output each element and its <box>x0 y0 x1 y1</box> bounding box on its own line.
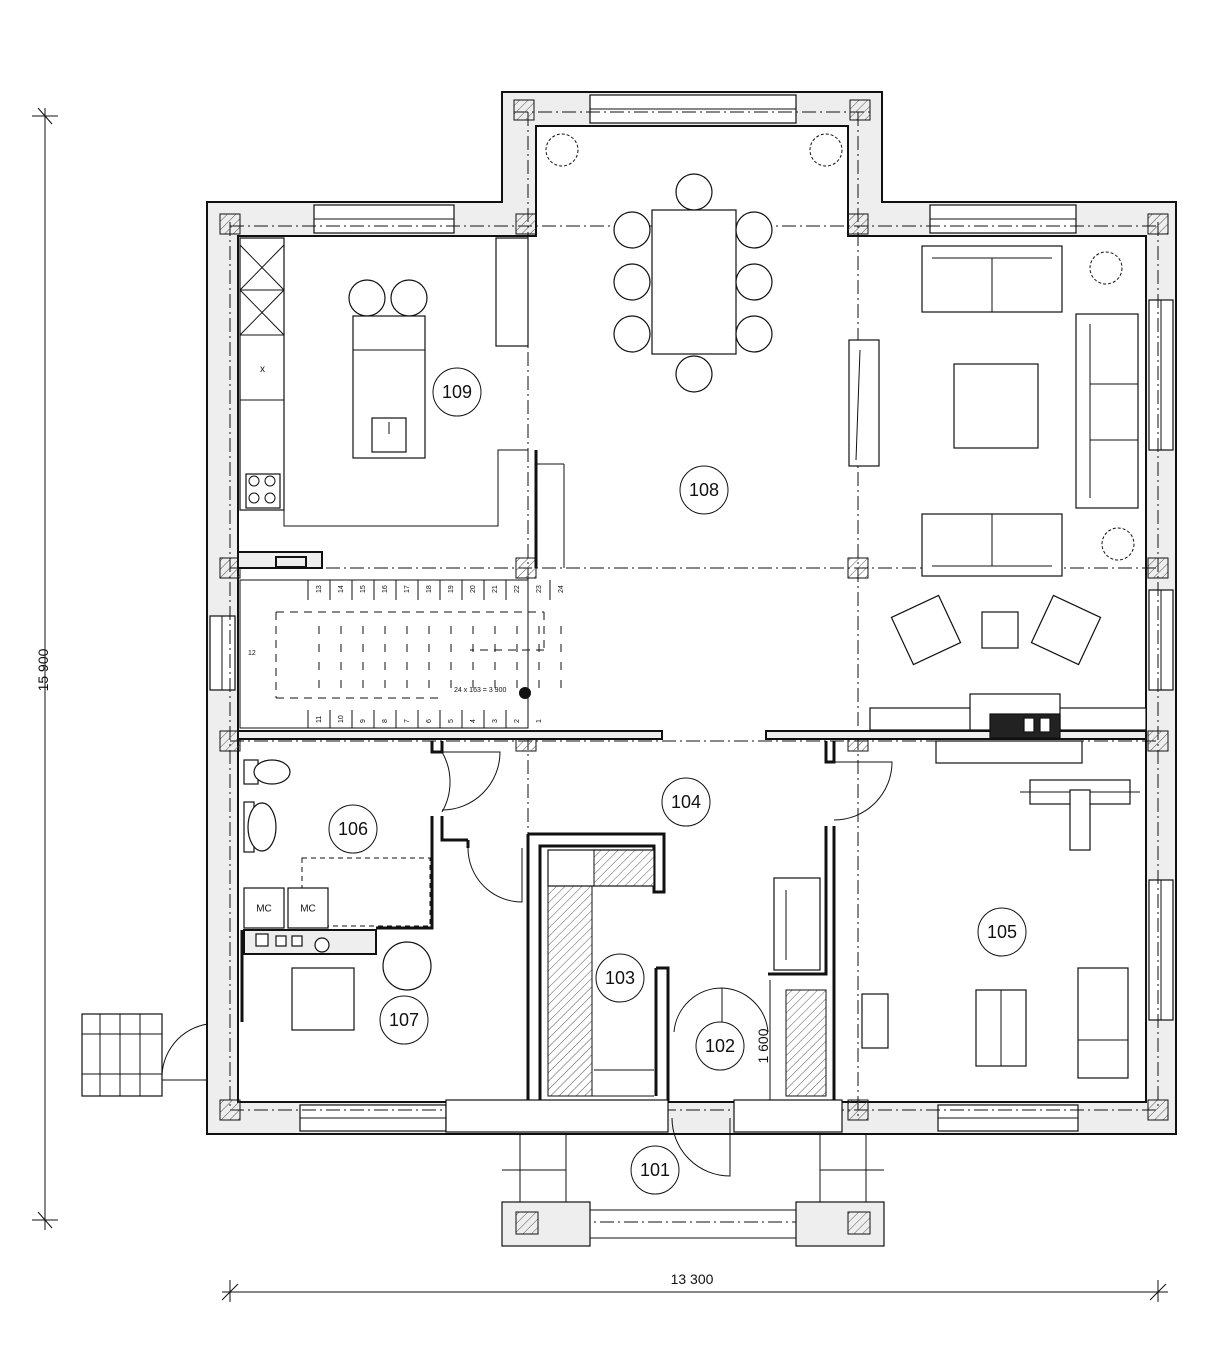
laundry-room: MC MC <box>161 887 432 1081</box>
kitchen-sink-mark: x <box>260 364 265 375</box>
washer-2-label: MC <box>300 904 316 915</box>
dining-area <box>613 173 880 467</box>
room-105-label: 105 <box>977 907 1027 957</box>
stair-step-number: 10 <box>338 715 345 723</box>
svg-text:103: 103 <box>605 968 635 988</box>
bathroom <box>243 751 523 927</box>
room-labels: 101 102 103 104 105 106 107 108 <box>328 367 1027 1195</box>
svg-text:108: 108 <box>689 480 719 500</box>
stair-spec: 24 x 163 = 3 900 <box>454 687 506 694</box>
room-106-label: 106 <box>328 804 378 854</box>
room-104-label: 104 <box>661 777 711 827</box>
room-108-label: 108 <box>679 465 729 515</box>
stair-step-number: 23 <box>536 585 543 593</box>
width-dimension: 13 300 <box>671 1271 714 1287</box>
stair-step-number: 17 <box>404 585 411 593</box>
svg-text:107: 107 <box>389 1010 419 1030</box>
stair-step-number: 21 <box>492 585 499 593</box>
stair-step-number: 16 <box>382 585 389 593</box>
stair-step-number: 15 <box>360 585 367 593</box>
entrance-dimension: 1 600 <box>755 1028 771 1063</box>
room-103-label: 103 <box>595 953 645 1003</box>
hall <box>673 761 893 1100</box>
living-area <box>890 245 1139 666</box>
stair-step-number: 9 <box>360 719 367 723</box>
stair-step-number: 7 <box>404 719 411 723</box>
room-109-label: 109 <box>432 367 482 417</box>
room-102-label: 102 <box>695 1021 745 1071</box>
front-porch <box>445 1099 885 1247</box>
stair-step-number: 13 <box>316 585 323 593</box>
room-107-label: 107 <box>379 995 429 1045</box>
stair-step-number: 8 <box>382 719 389 723</box>
svg-text:101: 101 <box>640 1160 670 1180</box>
wardrobe <box>547 849 655 1097</box>
stair-step-number: 4 <box>470 719 477 723</box>
kitchen: x <box>239 237 565 568</box>
room-101-label: 101 <box>630 1145 680 1195</box>
height-dimension: 15 900 <box>35 648 51 691</box>
gym <box>861 779 1140 1079</box>
svg-text:109: 109 <box>442 382 472 402</box>
svg-text:105: 105 <box>987 922 1017 942</box>
svg-text:104: 104 <box>671 792 701 812</box>
stair-step-number: 3 <box>492 719 499 723</box>
stair-landing-number: 12 <box>248 650 256 657</box>
stair-step-number: 11 <box>316 716 323 723</box>
stair-step-number: 20 <box>470 585 477 593</box>
stair-step-number: 6 <box>426 719 433 723</box>
plants <box>545 133 1135 561</box>
stair-step-number: 5 <box>448 719 455 723</box>
stair-step-number: 14 <box>338 585 345 593</box>
stair-step-number: 18 <box>426 585 433 593</box>
stair-step-number: 1 <box>536 719 543 723</box>
svg-text:102: 102 <box>705 1036 735 1056</box>
interior-walls <box>237 551 1147 1102</box>
side-entry-steps <box>81 1013 163 1097</box>
washer-1-label: MC <box>256 904 272 915</box>
svg-text:106: 106 <box>338 819 368 839</box>
dimension-lines: 15 900 13 300 1 600 <box>32 107 1168 1302</box>
stair-step-number: 19 <box>448 585 455 593</box>
stair-step-number: 22 <box>514 585 521 593</box>
stair-step-number: 2 <box>514 719 521 723</box>
stair-step-number: 24 <box>558 585 565 593</box>
